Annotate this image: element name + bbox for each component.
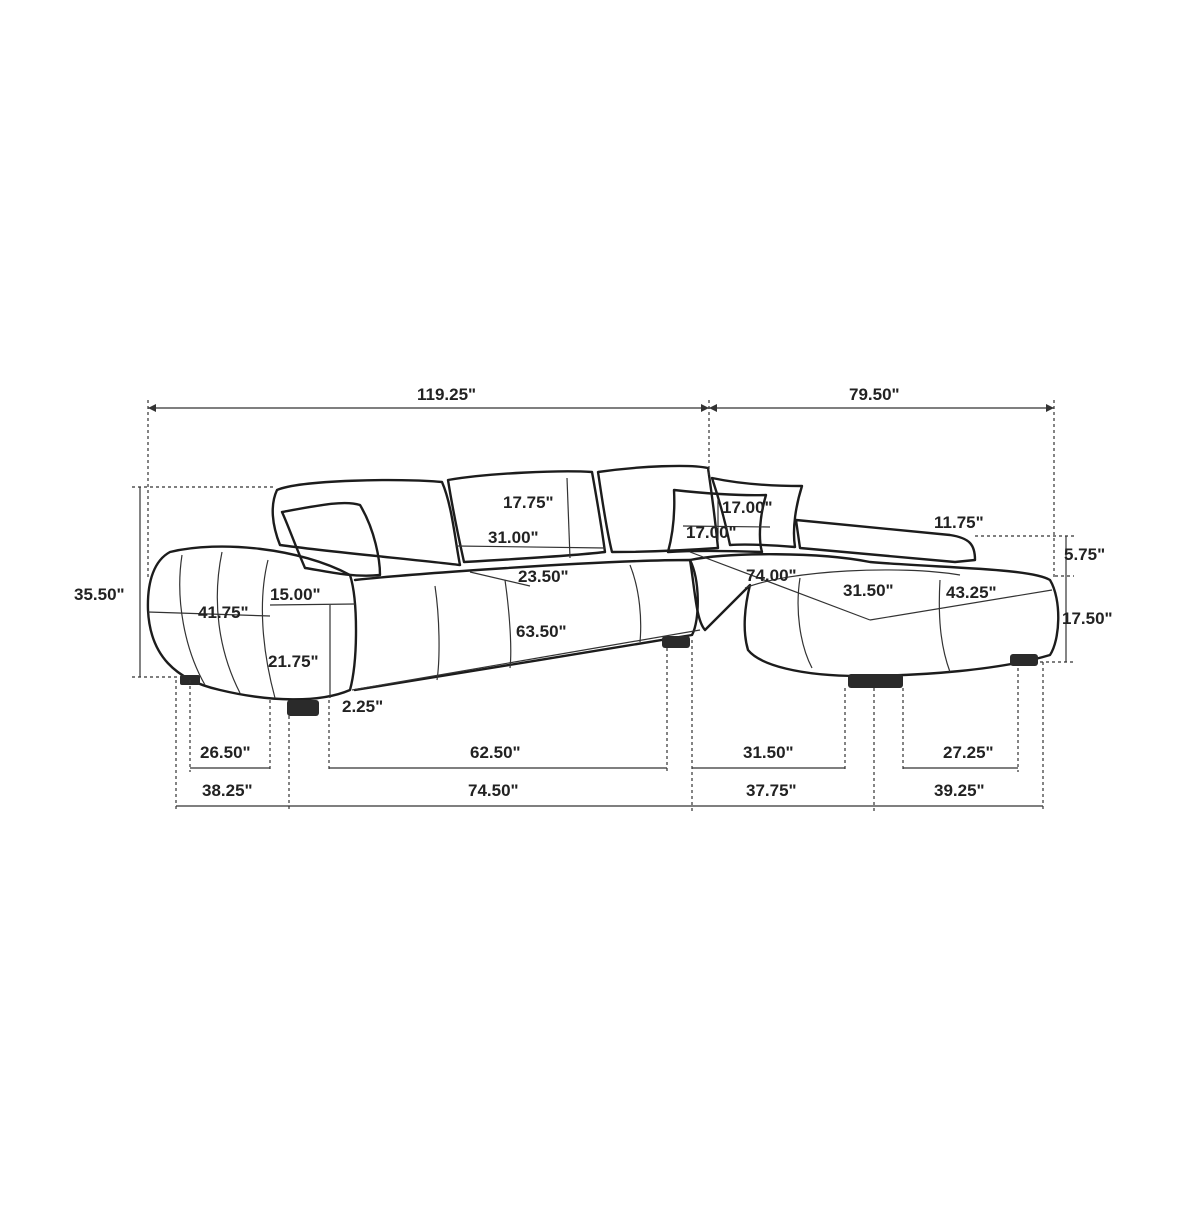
back-cushion-height-label: 17.75"	[503, 493, 554, 512]
dimension-lines	[132, 400, 1074, 812]
bottom-row2-c: 37.75"	[746, 781, 797, 800]
back-cushion-middle	[446, 470, 607, 564]
total-height-label: 35.50"	[74, 585, 125, 604]
back-cushion-width-label: 31.00"	[488, 528, 539, 547]
leg-front-left	[287, 700, 319, 716]
bottom-row1-d: 27.25"	[943, 743, 994, 762]
back-cushion-left	[271, 478, 462, 567]
arm-depth-label: 41.75"	[198, 603, 249, 622]
back-rail-chaise	[794, 518, 977, 564]
overall-right-width-label: 79.50"	[849, 385, 900, 404]
arm-width-label: 15.00"	[270, 585, 321, 604]
chaise-length-label: 74.00"	[746, 566, 797, 585]
chaise-back-height-label: 5.75"	[1064, 545, 1105, 564]
leg-chaise-front	[848, 674, 903, 688]
sofa-seat-front	[353, 558, 699, 692]
leg-chaise-right	[1010, 654, 1038, 666]
pillow-height-label: 17.00"	[722, 498, 773, 517]
throw-pillow-right	[710, 476, 804, 549]
leg-middle	[662, 636, 690, 648]
pillow-width-label: 17.00"	[686, 523, 737, 542]
leg-height-label: 2.25"	[342, 697, 383, 716]
bottom-row2-d: 39.25"	[934, 781, 985, 800]
back-cushion-right	[596, 464, 720, 554]
seat-depth-label: 23.50"	[518, 567, 569, 586]
throw-pillow-center	[666, 488, 768, 554]
bottom-row1-b: 62.50"	[470, 743, 521, 762]
dimension-labels: 119.25" 79.50" 35.50" 11.75" 5.75" 17.50…	[74, 385, 1113, 800]
bottom-row2-a: 38.25"	[202, 781, 253, 800]
left-arm	[146, 545, 358, 701]
seat-width-label: 63.50"	[516, 622, 567, 641]
bottom-row1-c: 31.50"	[743, 743, 794, 762]
chaise-cushion-b-label: 43.25"	[946, 583, 997, 602]
chaise-seat-height-label: 17.50"	[1062, 609, 1113, 628]
sofa-illustration	[146, 464, 1060, 716]
overall-left-width-label: 119.25"	[417, 385, 476, 404]
throw-pillow-left	[280, 501, 382, 577]
arm-height-label: 21.75"	[268, 652, 319, 671]
chaise-cushion-a-label: 31.50"	[843, 581, 894, 600]
bottom-row2-b: 74.50"	[468, 781, 519, 800]
arm-top-length-label: 11.75"	[934, 513, 984, 532]
bottom-row1-a: 26.50"	[200, 743, 251, 762]
